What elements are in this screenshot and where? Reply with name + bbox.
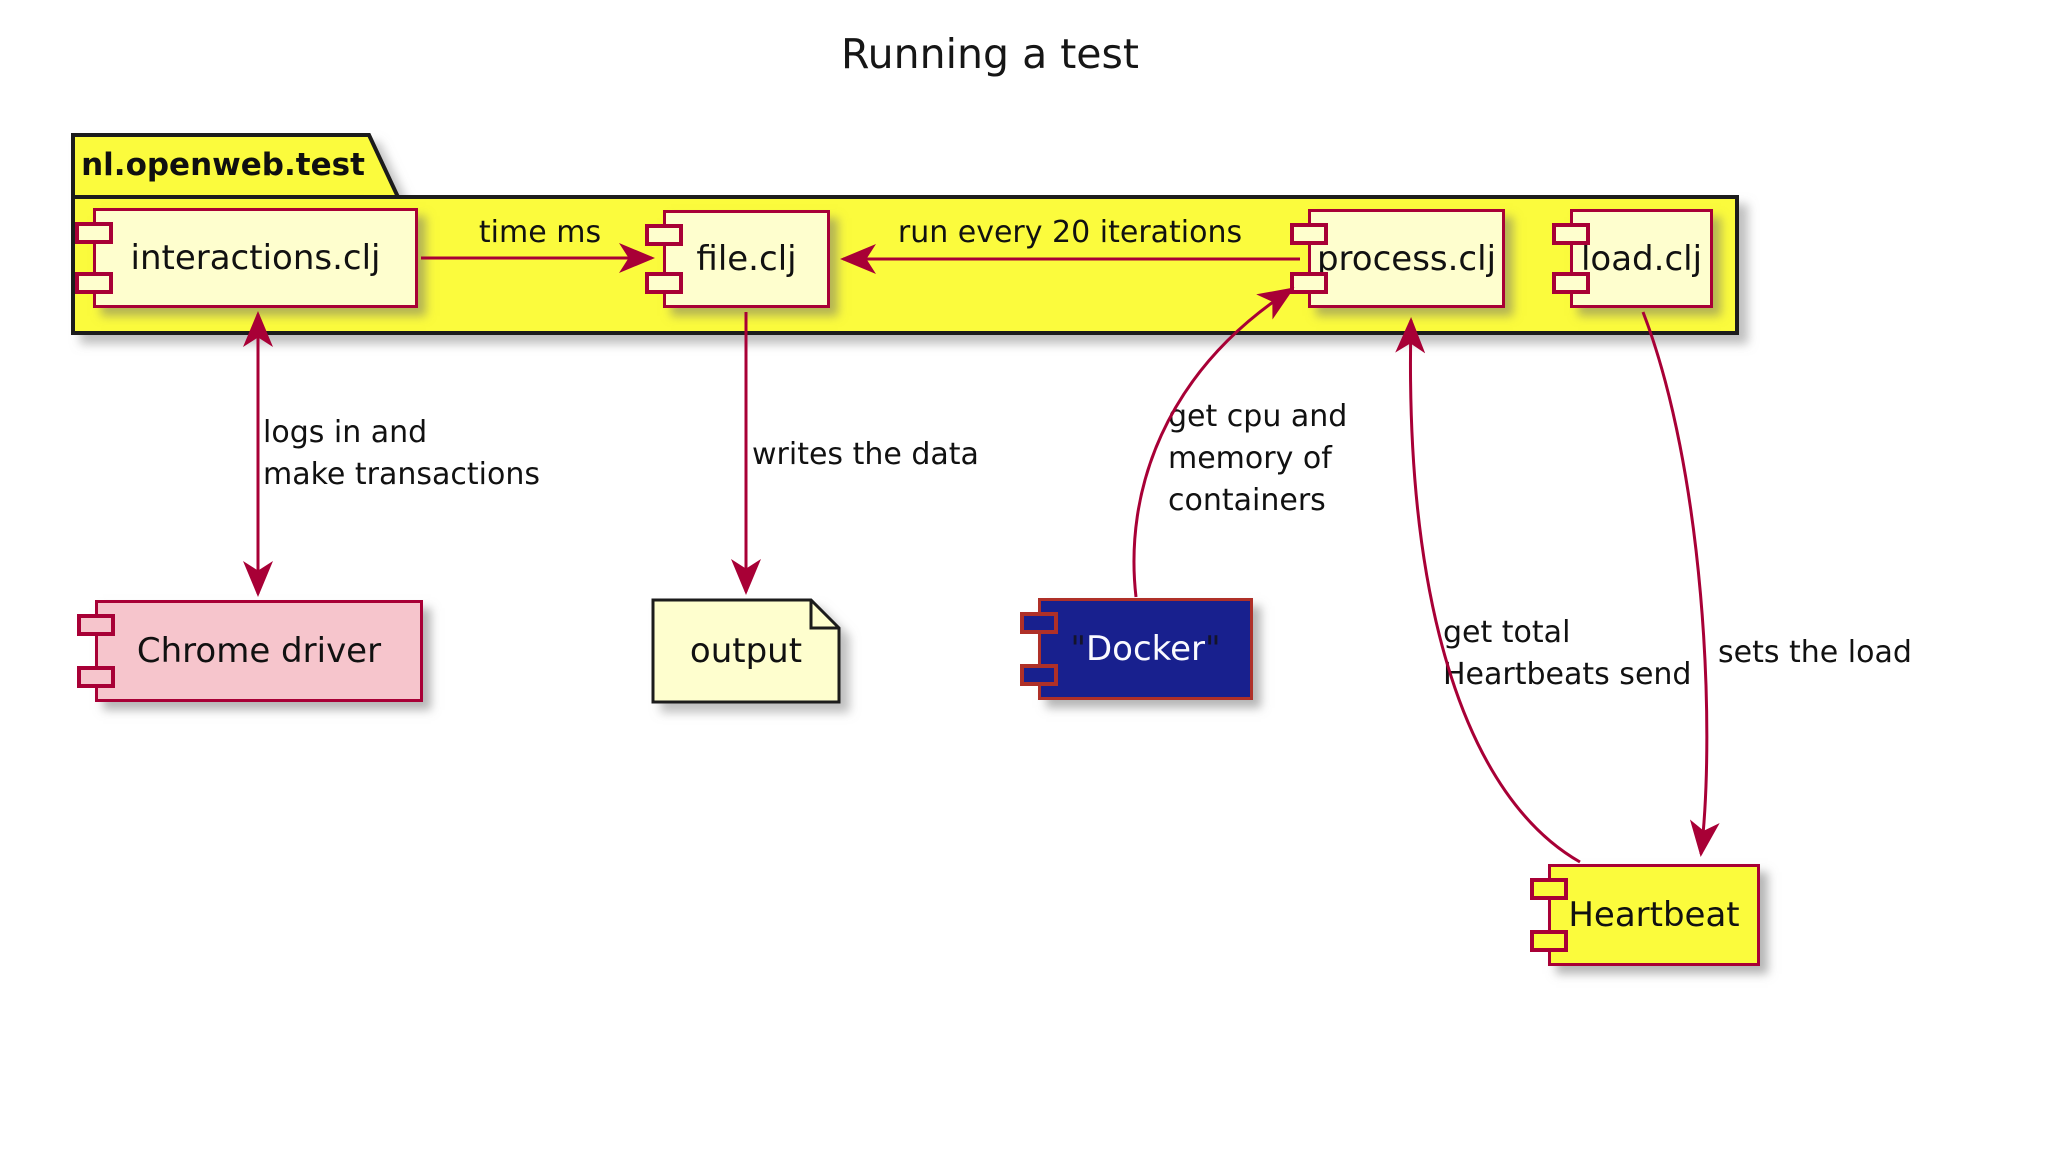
port-icon [1290,223,1328,245]
edge-label-writes: writes the data [752,437,979,472]
component-process-clj: process.clj [1290,209,1505,308]
component-interactions-clj: interactions.clj [75,208,418,308]
component-docker: " Docker " [1020,598,1253,700]
component-heartbeat: Heartbeat [1530,864,1760,966]
docker-close-quote: " [1205,629,1221,669]
page-title: Running a test [841,30,1139,78]
component-label: load.clj [1580,238,1703,279]
edge-label-sets-load: sets the load [1718,635,1912,670]
port-icon [1552,223,1590,245]
port-icon [77,666,115,688]
component-label: Heartbeat [1568,895,1740,935]
package-tab-shape [71,133,402,199]
edge-label-get-total: get total Heartbeats send [1443,615,1692,692]
edge-label-logs-in: logs in and make transactions [263,415,541,492]
edge-label-run-every: run every 20 iterations [897,215,1243,250]
edge-label-time-ms: time ms [478,215,602,250]
component-label: process.clj [1316,238,1497,279]
port-icon [1020,664,1058,686]
port-icon [1552,272,1590,294]
component-load-clj: load.clj [1552,209,1713,308]
note-body [651,598,841,704]
component-file-clj: file.clj [645,210,830,308]
package-tab-label: nl.openweb.test [81,147,365,183]
note-output-label: output [689,631,803,671]
port-icon [1020,612,1058,634]
note-output-shape [651,598,841,704]
port-icon [1530,878,1568,900]
component-label: Docker [1085,629,1206,669]
note-fold-icon [809,600,839,630]
port-icon [1530,930,1568,952]
edge-label-get-cpu: get cpu and memory of containers [1168,399,1348,518]
port-icon [75,272,113,294]
component-label: interactions.clj [130,238,381,278]
port-icon [645,224,683,246]
port-icon [645,272,683,294]
component-label: file.clj [696,239,797,279]
component-label: Chrome driver [136,631,382,671]
docker-open-quote: " [1070,629,1086,669]
port-icon [77,614,115,636]
port-icon [1290,272,1328,294]
component-chrome-driver: Chrome driver [77,600,423,702]
port-icon [75,222,113,244]
